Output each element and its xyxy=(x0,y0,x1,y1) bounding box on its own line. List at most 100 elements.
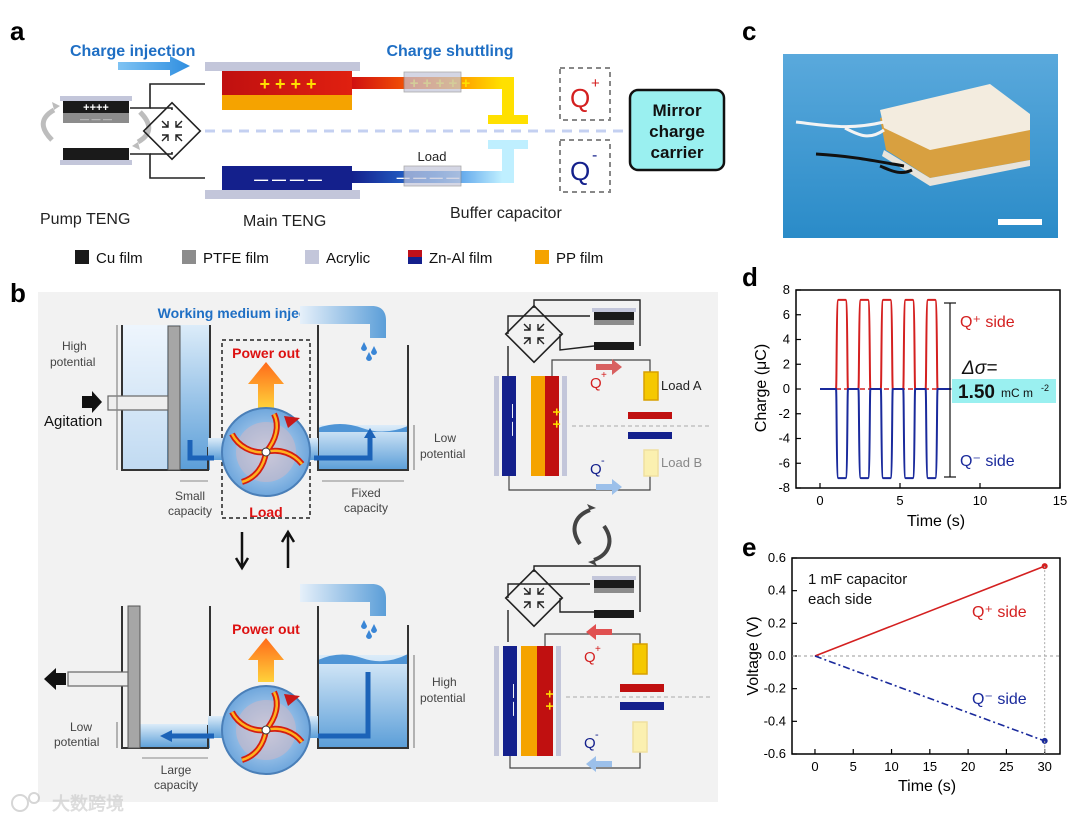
lower-piston-rod xyxy=(67,671,129,687)
small-capacity-1: Small xyxy=(175,489,205,503)
mirror-line-3: carrier xyxy=(651,143,704,162)
bottom-q-plus-arrow xyxy=(586,624,612,640)
chart-e-series-q-minus xyxy=(814,655,1045,742)
upper-piston-plate xyxy=(167,325,181,471)
load-b-box xyxy=(643,449,659,477)
cap-plate-top xyxy=(488,115,528,124)
pump-acrylic-top xyxy=(60,96,132,101)
lower-low-potential-1: Low xyxy=(70,720,92,734)
load-b-label: Load B xyxy=(661,455,702,470)
chart-e-xtick-label: 15 xyxy=(923,759,937,774)
photo-device-top xyxy=(880,84,1030,150)
bottom-cap-plate-1 xyxy=(620,684,664,692)
chart-d-ytick-label: -2 xyxy=(778,406,790,421)
working-medium-label: Working medium injection xyxy=(158,305,333,321)
charge-injection-arrow xyxy=(118,56,190,76)
chart-d-xtick-label: 15 xyxy=(1053,493,1067,508)
main-top-signs: + + + + xyxy=(259,74,316,94)
chart-e-xtick-label: 20 xyxy=(961,759,975,774)
lower-tank-walls xyxy=(121,606,409,749)
load-a-label: Load A xyxy=(661,378,702,393)
upper-piston-rod xyxy=(107,395,169,411)
delta-sigma-value: 1.50 xyxy=(958,382,995,403)
pump-teng-label: Pump TENG xyxy=(40,211,130,228)
upper-power-arrow xyxy=(248,362,284,408)
panel-b-label: b xyxy=(10,278,26,308)
chart-d-series-q-minus xyxy=(820,388,952,480)
chart-d-ytick-label: 8 xyxy=(783,282,790,297)
chart-d-xlabel: Time (s) xyxy=(907,513,965,530)
buffer-capacitor-label: Buffer capacitor xyxy=(450,205,562,222)
panel-c-label: c xyxy=(742,16,756,46)
fixed-capacity-1: Fixed xyxy=(351,486,380,500)
chart-e-legend-minus: Q⁻ side xyxy=(972,691,1027,708)
watermark-text: 大数跨境 xyxy=(52,793,124,814)
photo-black-wire xyxy=(815,152,905,168)
upper-low-potential-1: Low xyxy=(434,431,456,445)
legend-swatch-pp xyxy=(535,250,549,264)
chart-e-xtick-label: 0 xyxy=(811,759,818,774)
chart-e-xtick-label: 5 xyxy=(850,759,857,774)
main-acrylic-bottom xyxy=(205,190,360,199)
large-capacity-2: capacity xyxy=(154,778,198,792)
q-plus-label: Q xyxy=(570,83,590,113)
legend-ptfe: PTFE film xyxy=(203,250,269,267)
delta-sigma-highlight xyxy=(952,379,1056,403)
upper-tank-walls xyxy=(121,325,409,471)
top-q-minus: Q xyxy=(590,461,602,478)
upper-tank: Working medium injection Agitation High … xyxy=(44,305,465,520)
bottom-cap-plus: + + xyxy=(542,690,558,710)
pump-acrylic-bottom xyxy=(60,160,132,165)
upper-droplets-icon xyxy=(361,342,377,361)
legend-swatch-cu xyxy=(75,250,89,264)
chart-e-xtick-label: 25 xyxy=(999,759,1013,774)
chart-e-ytick-label: 0.4 xyxy=(768,583,786,598)
chart-d-legend-plus: Q⁺ side xyxy=(960,314,1015,331)
main-teng: + + + + — — — — xyxy=(205,62,360,199)
photo-white-wire xyxy=(795,120,885,129)
delta-sigma-unit: mC m xyxy=(1001,386,1033,400)
main-acrylic-top xyxy=(205,62,360,71)
legend-swatch-znal-top xyxy=(408,250,422,257)
chart-d-ytick-label: -6 xyxy=(778,455,790,470)
cap-plate-bottom xyxy=(488,140,528,149)
top-cap-plate-2 xyxy=(628,432,672,439)
main-pp-film xyxy=(222,95,352,110)
panel-e-label: e xyxy=(742,532,756,562)
material-legend: Cu film PTFE film Acrylic Zn-Al film PP … xyxy=(75,250,603,267)
chart-e-ytick-label: -0.4 xyxy=(764,713,786,728)
bottom-load-a-box xyxy=(632,643,648,675)
upper-high-potential-1: High xyxy=(62,339,87,353)
chart-d-xtick-label: 5 xyxy=(896,493,903,508)
small-capacity-2: capacity xyxy=(168,504,212,518)
pump-motion-arrow-left xyxy=(40,107,56,142)
q-minus-box xyxy=(559,139,611,193)
q-plus-box xyxy=(559,67,611,121)
bottom-load-b-box xyxy=(632,721,648,753)
main-bottom-signs: — — — — xyxy=(254,171,322,187)
pump-ptfe xyxy=(63,113,129,123)
main-znal-bottom xyxy=(222,166,352,190)
panel-a-label: a xyxy=(10,16,25,46)
scale-bar xyxy=(998,219,1042,225)
lower-power-out-label: Power out xyxy=(232,621,300,637)
top-cap-minus: — — xyxy=(506,404,522,436)
pump-cu-top xyxy=(63,101,129,113)
top-q-plus: Q xyxy=(590,375,602,392)
legend-acrylic: Acrylic xyxy=(326,250,371,267)
chart-d-xtick-label: 10 xyxy=(973,493,987,508)
panel-c: c xyxy=(742,16,1058,238)
legend-znal: Zn-Al film xyxy=(429,250,492,267)
bridge-rectifier-icon xyxy=(142,101,202,161)
bottom-load-block xyxy=(403,165,462,187)
top-q-minus-arrow xyxy=(596,479,622,495)
circuit-bottom: — — + + Q + Q - xyxy=(494,565,710,772)
upper-flow-arrow-right xyxy=(314,436,373,461)
fixed-capacity-2: capacity xyxy=(344,501,388,515)
chart-e-ytick-label: 0.6 xyxy=(768,550,786,565)
bottom-q-minus-sup: - xyxy=(595,729,599,741)
chart-d-ylabel: Charge (μC) xyxy=(753,344,770,432)
mirror-charge-carrier-box xyxy=(628,88,726,172)
